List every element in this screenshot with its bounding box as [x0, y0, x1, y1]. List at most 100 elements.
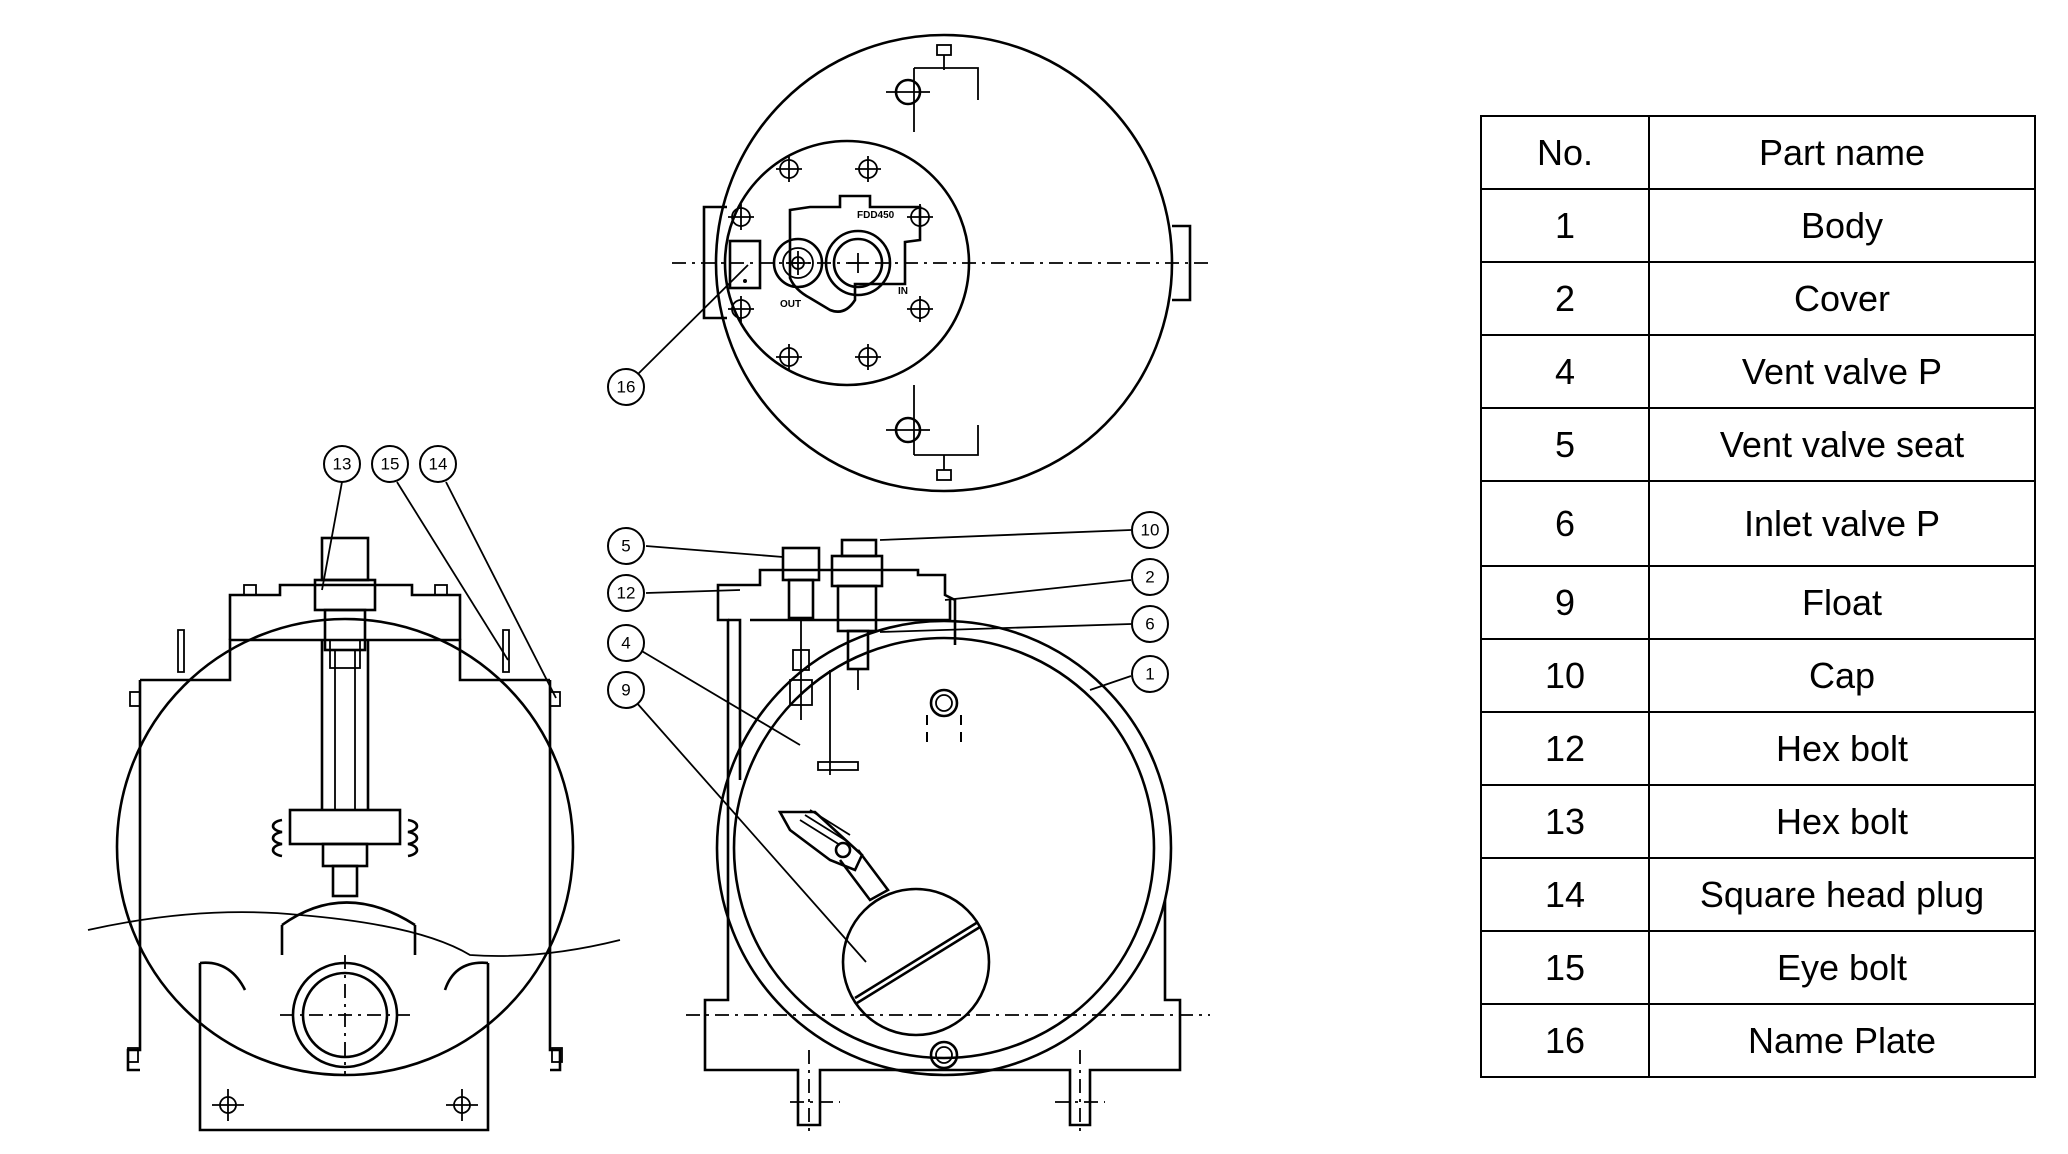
top-eye-bolt — [886, 44, 979, 132]
leader-15 — [396, 481, 509, 661]
svg-text:9: 9 — [621, 681, 630, 700]
inlet-label: IN — [898, 286, 908, 297]
part-name: Hex bolt — [1648, 784, 2036, 859]
header-part-name: Part name — [1648, 115, 2036, 190]
front-float — [281, 901, 416, 927]
front-left-bracket — [126, 680, 142, 1072]
leader-2 — [944, 579, 1132, 601]
section-body-outline — [703, 595, 1182, 1127]
leader-9 — [635, 701, 867, 963]
leader-1 — [1089, 675, 1132, 691]
svg-text:6: 6 — [1145, 615, 1154, 634]
svg-text:10: 10 — [1141, 521, 1160, 540]
callout-13: 13 — [323, 445, 361, 483]
svg-text:2: 2 — [1145, 568, 1154, 587]
front-springs — [271, 818, 419, 858]
front-cover — [228, 583, 462, 640]
part-name: Float — [1648, 565, 2036, 640]
front-float-bracket — [288, 808, 402, 846]
callout-5: 5 — [607, 527, 645, 565]
part-name: Body — [1648, 188, 2036, 263]
float-arm — [838, 849, 890, 902]
callout-14: 14 — [419, 445, 457, 483]
assembly-drawing: FDD450 OUT IN 16 — [87, 33, 1210, 1135]
float-linkage — [777, 810, 864, 872]
part-no: 6 — [1480, 480, 1650, 567]
base-bolt-right — [446, 1089, 478, 1121]
float-seam — [854, 920, 979, 1000]
part-no: 5 — [1480, 407, 1650, 482]
front-base — [198, 963, 490, 1132]
part-no: 2 — [1480, 261, 1650, 336]
base-bolt-left — [212, 1089, 244, 1121]
break-line — [87, 911, 621, 957]
part-name: Eye bolt — [1648, 930, 2036, 1005]
leader-4 — [639, 649, 801, 746]
leader-5 — [645, 545, 784, 558]
part-no: 16 — [1480, 1003, 1650, 1078]
part-name: Inlet valve P — [1648, 480, 2036, 567]
part-name: Vent valve P — [1648, 334, 2036, 409]
header-no: No. — [1480, 115, 1650, 190]
svg-text:12: 12 — [617, 584, 636, 603]
cover-bolts — [728, 156, 933, 370]
cap — [840, 538, 878, 558]
top-view: FDD450 OUT IN 16 — [607, 33, 1210, 493]
svg-text:5: 5 — [621, 537, 630, 556]
eye-bolts-front — [177, 629, 510, 673]
vent-valve-body — [787, 578, 815, 620]
part-name: Cover — [1648, 261, 2036, 336]
svg-text:16: 16 — [617, 378, 636, 397]
part-no: 13 — [1480, 784, 1650, 859]
part-no: 1 — [1480, 188, 1650, 263]
part-name: Square head plug — [1648, 857, 2036, 932]
bottom-eye-bolt — [886, 385, 979, 481]
part-no: 14 — [1480, 857, 1650, 932]
section-cover — [716, 568, 957, 645]
callout-6: 6 — [1131, 605, 1169, 643]
callout-4: 4 — [607, 624, 645, 662]
part-no: 4 — [1480, 334, 1650, 409]
callout-2: 2 — [1131, 558, 1169, 596]
svg-text:4: 4 — [621, 634, 630, 653]
name-plate — [728, 239, 762, 290]
float — [841, 887, 991, 1037]
callout-16: 16 — [607, 368, 645, 406]
callout-1: 1 — [1131, 655, 1169, 693]
front-valve-top — [320, 536, 370, 582]
callout-10: 10 — [1131, 511, 1169, 549]
outlet-label: OUT — [780, 299, 801, 310]
front-right-bracket — [548, 680, 562, 1072]
cover-boss — [788, 194, 922, 313]
svg-text:14: 14 — [429, 455, 448, 474]
callout-15: 15 — [371, 445, 409, 483]
top-view-right-lug — [1172, 224, 1192, 302]
part-name: Name Plate — [1648, 1003, 2036, 1078]
section-cover-inner — [750, 600, 952, 622]
model-label: FDD450 — [857, 210, 895, 221]
callout-12: 12 — [607, 574, 645, 612]
part-no: 15 — [1480, 930, 1650, 1005]
parts-table-header: No. Part name — [1480, 115, 2036, 190]
part-name: Cap — [1648, 638, 2036, 713]
section-body-inner-left — [728, 618, 742, 780]
svg-text:15: 15 — [381, 455, 400, 474]
leader-12 — [645, 589, 741, 594]
part-name: Hex bolt — [1648, 711, 2036, 786]
leader-10 — [879, 529, 1132, 541]
section-body-shell-inner — [732, 636, 1156, 1060]
callout-9: 9 — [607, 671, 645, 709]
part-no: 10 — [1480, 638, 1650, 713]
part-name: Vent valve seat — [1648, 407, 2036, 482]
svg-text:1: 1 — [1145, 665, 1154, 684]
